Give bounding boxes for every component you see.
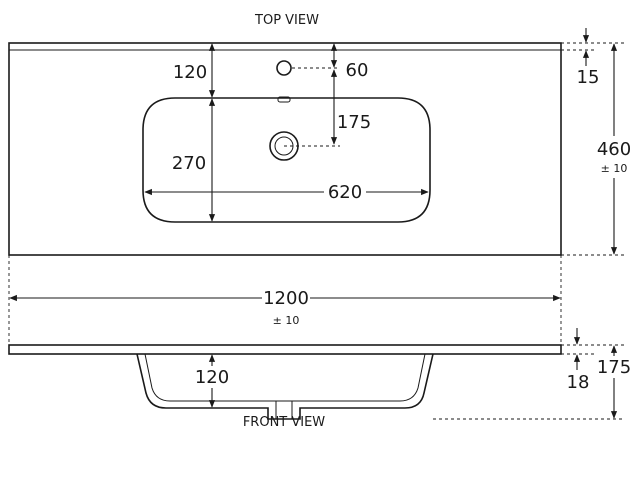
overall-width: 1200 ± 10: [8, 255, 562, 345]
dim-120-front-bg: [192, 366, 232, 388]
front-bowl-inner: [144, 353, 426, 402]
dim-175-top: 175: [337, 112, 371, 133]
front-view-title: FRONT VIEW: [243, 415, 325, 430]
dim-460-label-bg: [594, 136, 634, 178]
dim-120-front: 120: [195, 367, 229, 388]
front-top-slab: [8, 344, 562, 355]
top-view-outline: [8, 42, 562, 256]
dim-620: 620: [328, 182, 362, 203]
overflow-slot: [277, 96, 291, 103]
dim-270: 270: [172, 153, 206, 174]
dim-18: 18: [567, 372, 590, 393]
dim-1200-tol: ± 10: [273, 314, 300, 327]
front-view: 120 18 175: [8, 328, 634, 420]
top-view: 120 60 175 270 620 15 460 ± 10: [8, 28, 634, 256]
dim-460: 460: [597, 139, 631, 160]
front-bowl-outline: [136, 353, 434, 420]
bowl-outline: [142, 97, 431, 223]
dim-15: 15: [577, 67, 600, 88]
dim-60: 60: [346, 60, 369, 81]
dim-120-top: 120: [173, 62, 207, 83]
dim-175-front-bg: [596, 356, 634, 378]
dim-175-front: 175: [597, 357, 631, 378]
dim-460-tol: ± 10: [601, 162, 628, 175]
top-view-title: TOP VIEW: [254, 13, 319, 28]
dim-1200: 1200: [263, 288, 309, 309]
tap-hole: [276, 60, 292, 76]
